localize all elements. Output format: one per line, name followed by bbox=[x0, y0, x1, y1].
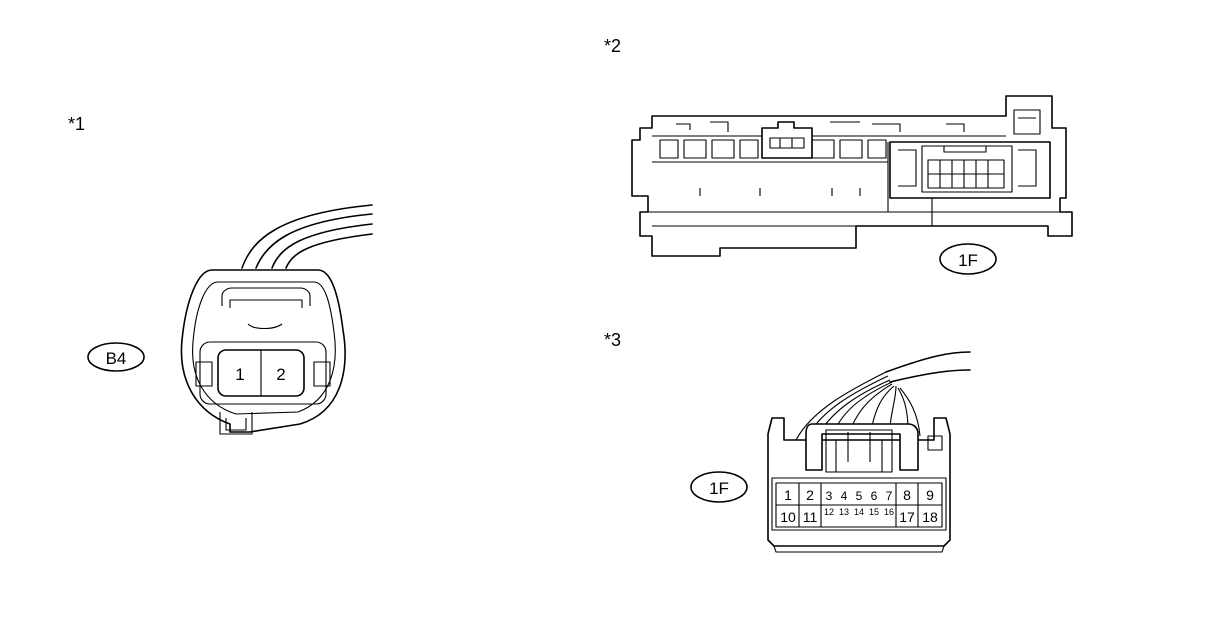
1f-pin-9: 9 bbox=[926, 487, 934, 503]
1f-pin-1: 1 bbox=[784, 487, 792, 503]
b4-wire-harness bbox=[241, 204, 373, 269]
1f-pin-14: 14 bbox=[854, 507, 864, 517]
view-3-code-badge bbox=[690, 471, 748, 503]
1f-pin-4: 4 bbox=[841, 489, 848, 503]
1f-pin-10: 10 bbox=[780, 509, 796, 525]
view-2-code-badge bbox=[939, 243, 997, 275]
b4-code-label: B4 bbox=[106, 349, 127, 368]
view-3-mark: *3 bbox=[604, 330, 621, 350]
view-3-1f-connector: *3 bbox=[604, 330, 971, 553]
1f-pin-5: 5 bbox=[856, 489, 863, 503]
1f-pin-8: 8 bbox=[903, 487, 911, 503]
1f-pin-11: 11 bbox=[803, 509, 818, 525]
1f-pin-16: 16 bbox=[884, 507, 894, 517]
1f-pin-grid bbox=[775, 482, 943, 528]
1f-pin-7: 7 bbox=[886, 489, 893, 503]
1f-pin-13: 13 bbox=[839, 507, 849, 517]
view-2-component: *2 bbox=[604, 36, 1073, 275]
b4-code-badge bbox=[87, 342, 145, 372]
view-2-code-label: 1F bbox=[958, 251, 978, 270]
b4-pin-1: 1 bbox=[235, 365, 244, 384]
1f-pin-2: 2 bbox=[806, 487, 814, 503]
1f-pin-3: 3 bbox=[826, 489, 833, 503]
view-2-mark: *2 bbox=[604, 36, 621, 56]
1f-socket bbox=[889, 141, 1051, 199]
1f-pin-6: 6 bbox=[871, 489, 878, 503]
view-3-code-label: 1F bbox=[709, 479, 729, 498]
1f-pin-15: 15 bbox=[869, 507, 879, 517]
view-1-mark: *1 bbox=[68, 114, 85, 134]
1f-pin-18: 18 bbox=[922, 509, 938, 525]
1f-pin-17: 17 bbox=[899, 509, 915, 525]
view-1-b4-connector: *1 1 2 B4 bbox=[68, 114, 373, 435]
1f-pin-12: 12 bbox=[824, 507, 834, 517]
b4-pin-2: 2 bbox=[276, 365, 285, 384]
